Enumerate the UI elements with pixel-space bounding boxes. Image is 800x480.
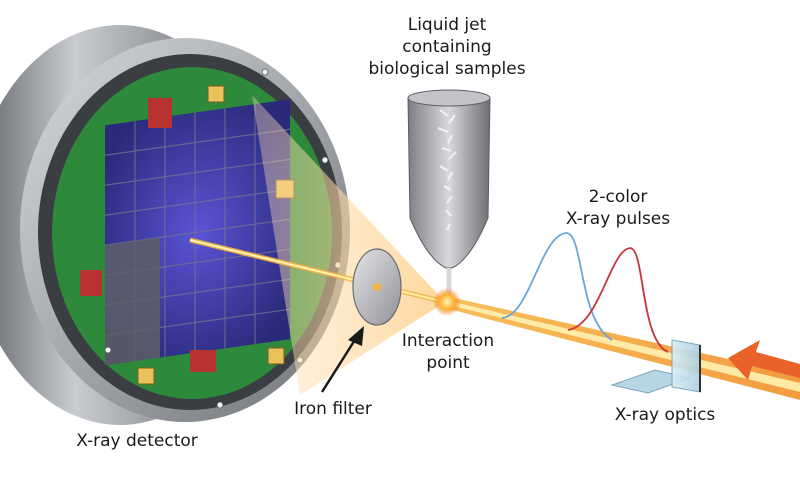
label-liquid-jet: Liquid jet containing biological samples bbox=[368, 15, 526, 79]
scatter-cone bbox=[252, 95, 445, 395]
label-pulses: 2-color X-ray pulses bbox=[565, 187, 671, 229]
board-connector bbox=[207, 85, 225, 103]
x-ray-beam-core bbox=[445, 300, 800, 392]
label-detector: X-ray detector bbox=[76, 431, 198, 451]
filter-aperture bbox=[373, 283, 381, 291]
detector-tiles bbox=[105, 99, 290, 366]
board-connector bbox=[267, 347, 285, 365]
arrow-left-icon bbox=[728, 340, 800, 380]
interaction-point bbox=[433, 288, 461, 316]
optics-crystal bbox=[671, 339, 701, 393]
pulse-red bbox=[567, 247, 669, 353]
board-component bbox=[80, 270, 102, 296]
iron-filter bbox=[352, 248, 402, 326]
label-iron-filter: Iron filter bbox=[294, 399, 372, 419]
nozzle-top bbox=[407, 89, 491, 107]
nozzle-body bbox=[407, 97, 491, 269]
pulse-blue bbox=[501, 232, 613, 341]
arrow-pointer-icon bbox=[320, 326, 364, 393]
diffracted-beam-core bbox=[189, 239, 446, 303]
label-interaction-point: Interaction point bbox=[401, 331, 495, 373]
label-optics: X-ray optics bbox=[614, 405, 716, 425]
board-component bbox=[148, 98, 172, 128]
x-ray-optics bbox=[610, 339, 701, 394]
board-connector bbox=[137, 367, 155, 385]
incoming-arrow bbox=[728, 340, 800, 380]
liquid-jet-nozzle bbox=[407, 89, 491, 298]
board-component bbox=[190, 350, 216, 372]
tile-gray bbox=[105, 237, 160, 366]
